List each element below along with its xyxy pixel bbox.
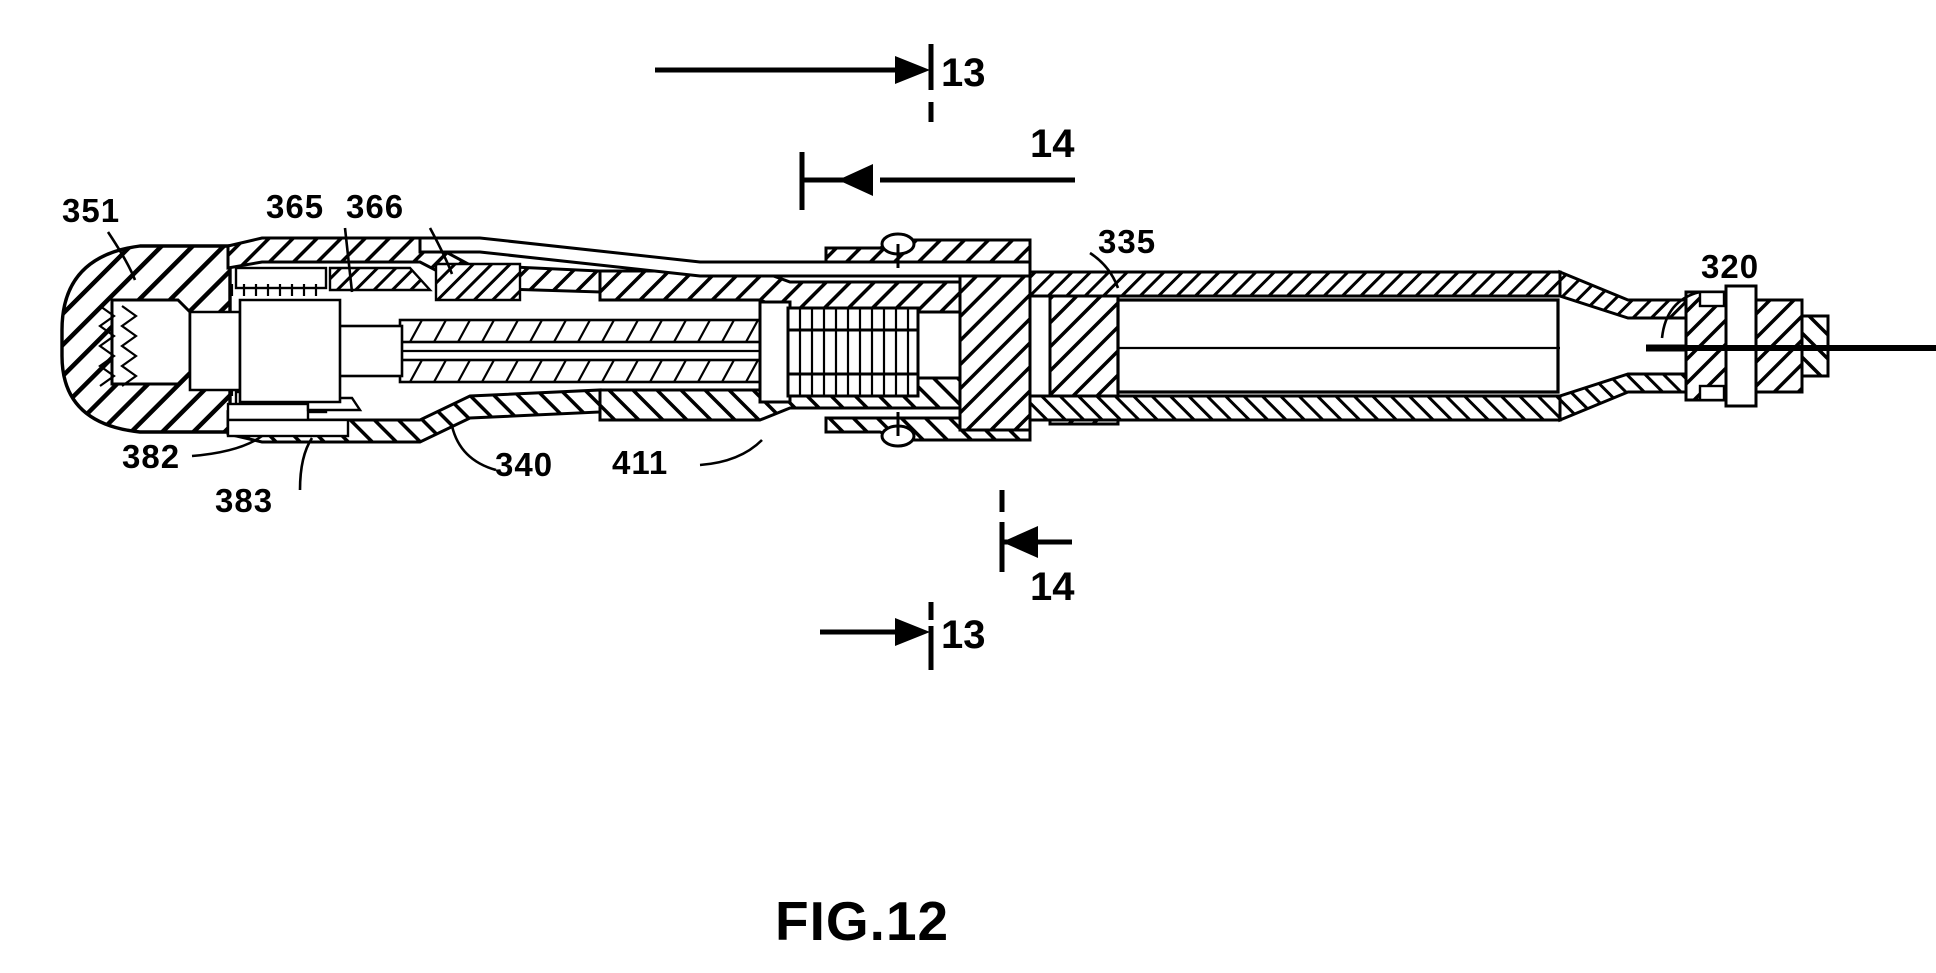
leader-line-351: [106, 231, 137, 281]
sleeve-element-365: [328, 266, 433, 292]
ref-label-411: 411: [612, 444, 668, 481]
retaining-ring-382: [226, 402, 310, 422]
ref-label-320: 320: [1701, 248, 1759, 285]
section-13-bottom-arrowhead: [895, 618, 930, 646]
leader-line-340: [450, 425, 497, 472]
section-14-bottom-arrowhead: [1002, 526, 1038, 558]
rear-cap-bore: [110, 298, 192, 386]
ref-label-340: 340: [495, 446, 553, 483]
leader-line-366: [428, 227, 454, 275]
figure-caption: FIG.12: [775, 890, 949, 952]
rear-inner-chamber: [188, 298, 342, 404]
cap-spring-coil: [98, 305, 138, 387]
section-marker-14-top: 14: [799, 122, 1075, 210]
rear-end-cap-351: [60, 244, 232, 434]
thread-teeth-upper: [409, 319, 759, 343]
drive-nut-body: [786, 306, 920, 398]
plunger-rod-rear-end: [334, 324, 404, 378]
syringe-barrel-335: [1028, 269, 1688, 423]
knurl-band-upper: [230, 284, 318, 296]
leader-line-365: [343, 227, 354, 293]
reference-callouts: 351 365 366 335 320 382 383 340: [62, 188, 1759, 519]
ref-label-383: 383: [215, 482, 273, 519]
section-14-top-label: 14: [1030, 122, 1075, 166]
leader-line-383: [298, 437, 314, 491]
ref-label-366: 366: [346, 188, 404, 225]
latch-boss-top: [824, 232, 1032, 268]
drive-nut-splines: [798, 308, 910, 396]
ref-label-382: 382: [122, 438, 180, 475]
device-cross-section: [60, 232, 1936, 448]
section-marker-14-bottom: 14: [999, 490, 1075, 609]
section-13-top-arrowhead: [895, 56, 930, 84]
retaining-ring-383: [226, 418, 350, 438]
leader-line-320: [1660, 290, 1701, 339]
ref-label-351: 351: [62, 192, 120, 229]
transition-web: [1028, 288, 1052, 412]
barrel-lower-wall: [1028, 394, 1562, 422]
section-marker-13-top: 13: [655, 44, 986, 122]
plunger-rod-340: [334, 318, 782, 384]
leader-line-411: [699, 439, 763, 467]
drive-nut-web: [758, 300, 792, 404]
section-13-top-label: 13: [941, 51, 986, 95]
leader-line-335: [1089, 251, 1120, 289]
transition-block-left: [958, 274, 1032, 432]
section-marker-13-bottom: 13: [820, 602, 986, 670]
rear-chamber-left: [188, 310, 242, 392]
sleeve-element-366: [434, 262, 522, 302]
drive-nut-block-411: [758, 300, 920, 404]
retaining-features-382-383: [226, 284, 363, 438]
barrel-upper-wall: [1028, 270, 1562, 298]
ref-label-335: 335: [1098, 223, 1156, 260]
transition-block: [958, 274, 1120, 432]
needle-hub-320: [1646, 284, 1936, 408]
barrel-inner-chamber: [1116, 298, 1560, 394]
hub-notch-lower: [1698, 384, 1726, 402]
leader-line-382: [191, 434, 263, 458]
hub-notch-upper: [1698, 290, 1726, 308]
section-13-bottom-label: 13: [941, 613, 986, 657]
section-14-bottom-label: 14: [1030, 565, 1075, 609]
rear-chamber-right: [238, 298, 342, 404]
thread-teeth-lower: [409, 359, 759, 383]
ref-label-365: 365: [266, 188, 324, 225]
section-14-top-arrowhead: [838, 164, 873, 196]
